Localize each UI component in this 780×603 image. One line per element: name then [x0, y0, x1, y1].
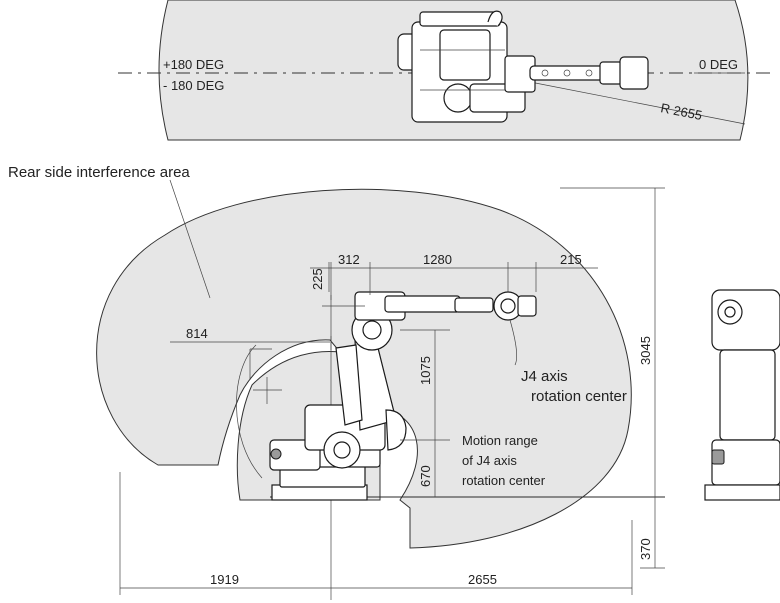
dim-312-label: 312	[338, 252, 360, 267]
dim-vertical-j4: 1075 670	[400, 329, 450, 497]
dim-814: 814	[170, 326, 332, 350]
dim-814-label: 814	[186, 326, 208, 341]
rear-interference-label: Rear side interference area	[8, 164, 190, 181]
dim-1919-label: 1919	[210, 572, 239, 587]
robot-front-view-partial	[704, 289, 780, 501]
dim-2655-label: 2655	[468, 572, 497, 587]
dim-bottom-horizontal: 1919 2655	[119, 472, 633, 595]
motion-range-line2: of J4 axis	[462, 453, 517, 468]
dim-right-vertical: 3045 370	[560, 187, 665, 569]
angle-positive-label: +180 DEG	[163, 57, 224, 72]
robot-top-view	[397, 10, 649, 123]
dim-upper-horizontal: 312 1280 215	[310, 252, 598, 300]
rear-interference-arc	[236, 344, 263, 479]
dim-1075-label: 1075	[418, 356, 433, 385]
dim-215-label: 215	[560, 252, 582, 267]
j4-label-line2: rotation center	[531, 388, 627, 405]
rear-interference-leader	[169, 179, 211, 299]
robot-side-view	[269, 291, 537, 501]
top-view: +180 DEG - 180 DEG 0 DEG R 2655	[118, 0, 775, 141]
dim-1280-label: 1280	[423, 252, 452, 267]
radius-line	[519, 79, 746, 125]
dim-670-label: 670	[418, 465, 433, 487]
cross-mark	[249, 348, 282, 404]
side-view: 312 1280 215 225 814 1075 670	[8, 164, 780, 600]
dim-3045-label: 3045	[638, 336, 653, 365]
angle-zero-label: 0 DEG	[699, 57, 738, 72]
motion-range-line1: Motion range	[462, 433, 538, 448]
dim-225: 225	[310, 262, 365, 307]
j4-label-line1: J4 axis	[521, 368, 568, 385]
motion-range-line3: rotation center	[462, 473, 546, 488]
dim-370-label: 370	[638, 538, 653, 560]
angle-negative-label: - 180 DEG	[163, 78, 224, 93]
dim-225-label: 225	[310, 268, 325, 290]
j4-leader	[509, 319, 517, 366]
